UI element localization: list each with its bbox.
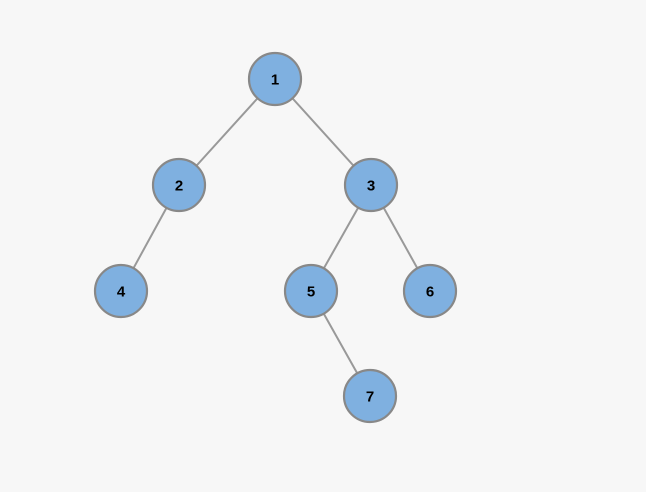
tree-node-1[interactable]: 1 bbox=[247, 51, 303, 107]
node-circle-5[interactable] bbox=[283, 263, 339, 319]
tree-node-5[interactable]: 5 bbox=[283, 263, 339, 319]
edges-layer bbox=[120, 78, 431, 397]
tree-node-2[interactable]: 2 bbox=[151, 157, 207, 213]
node-circle-7[interactable] bbox=[342, 368, 398, 424]
tree-node-4[interactable]: 4 bbox=[93, 263, 149, 319]
tree-node-7[interactable]: 7 bbox=[342, 368, 398, 424]
node-circle-3[interactable] bbox=[343, 157, 399, 213]
node-circle-1[interactable] bbox=[247, 51, 303, 107]
tree-node-3[interactable]: 3 bbox=[343, 157, 399, 213]
tree-node-6[interactable]: 6 bbox=[402, 263, 458, 319]
node-circle-2[interactable] bbox=[151, 157, 207, 213]
node-circle-4[interactable] bbox=[93, 263, 149, 319]
node-circle-6[interactable] bbox=[402, 263, 458, 319]
